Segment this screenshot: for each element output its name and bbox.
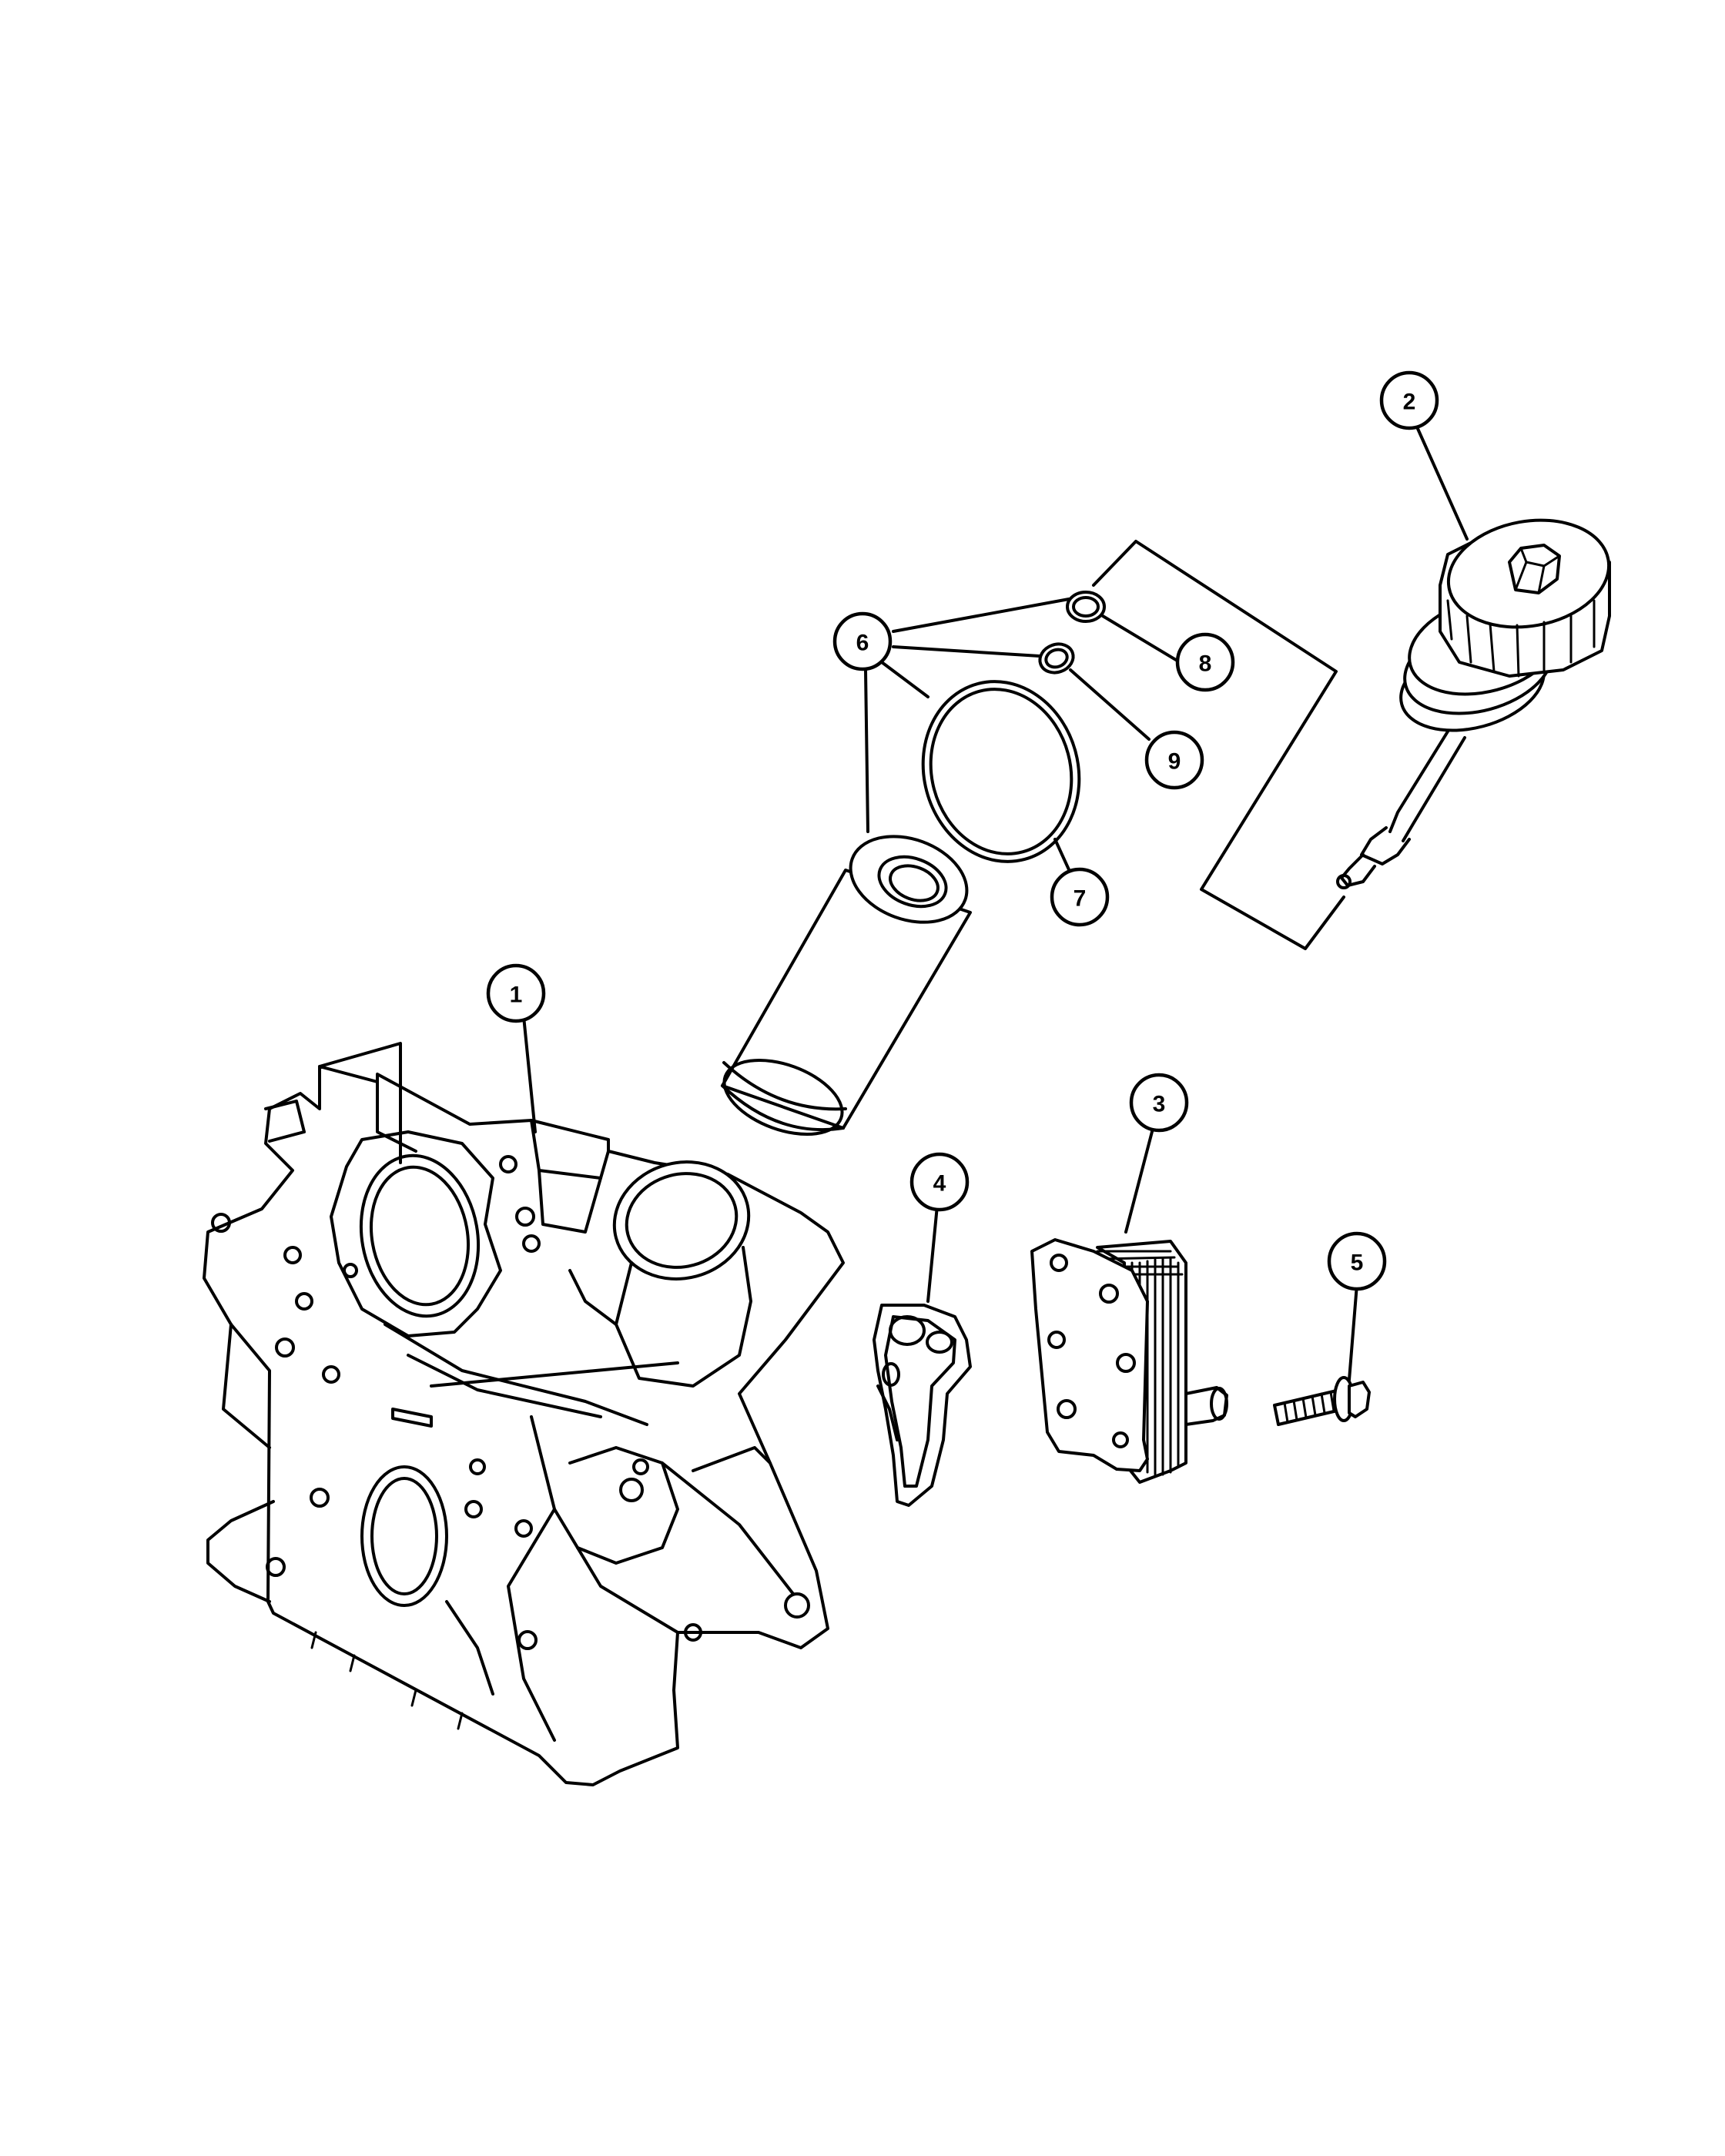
callout-7: 7 [1050, 867, 1110, 927]
oil-cooler [1030, 1238, 1228, 1484]
callout-3-label: 3 [1153, 1092, 1166, 1117]
callout-4: 4 [909, 1152, 970, 1212]
callout-6: 6 [832, 611, 893, 671]
callout-7-label: 7 [1074, 886, 1087, 912]
callout-4-label: 4 [933, 1171, 946, 1197]
callout-3: 3 [1129, 1073, 1189, 1133]
timing-cover-housing [203, 1042, 845, 1786]
callout-1-label: 1 [510, 983, 523, 1008]
oil-filter-cap [1336, 518, 1611, 889]
kit-bracket [1092, 540, 1345, 950]
callout-2-label: 2 [1403, 390, 1416, 415]
callout-2: 2 [1379, 370, 1439, 430]
callout-9: 9 [1144, 730, 1204, 790]
callout-8: 8 [1175, 632, 1235, 692]
callout-8-label: 8 [1199, 651, 1212, 677]
callout-6-label: 6 [856, 631, 869, 656]
large-o-ring [921, 680, 1081, 863]
callout-5: 5 [1327, 1231, 1387, 1291]
oil-cooler-gasket [873, 1304, 972, 1507]
small-o-ring-lower [1038, 642, 1075, 675]
oil-filter-element [721, 835, 972, 1137]
callout-9-label: 9 [1168, 749, 1181, 775]
callout-5-label: 5 [1351, 1250, 1364, 1276]
bolt [1273, 1376, 1371, 1426]
callout-1: 1 [486, 963, 546, 1023]
small-o-ring-upper [1066, 591, 1106, 623]
